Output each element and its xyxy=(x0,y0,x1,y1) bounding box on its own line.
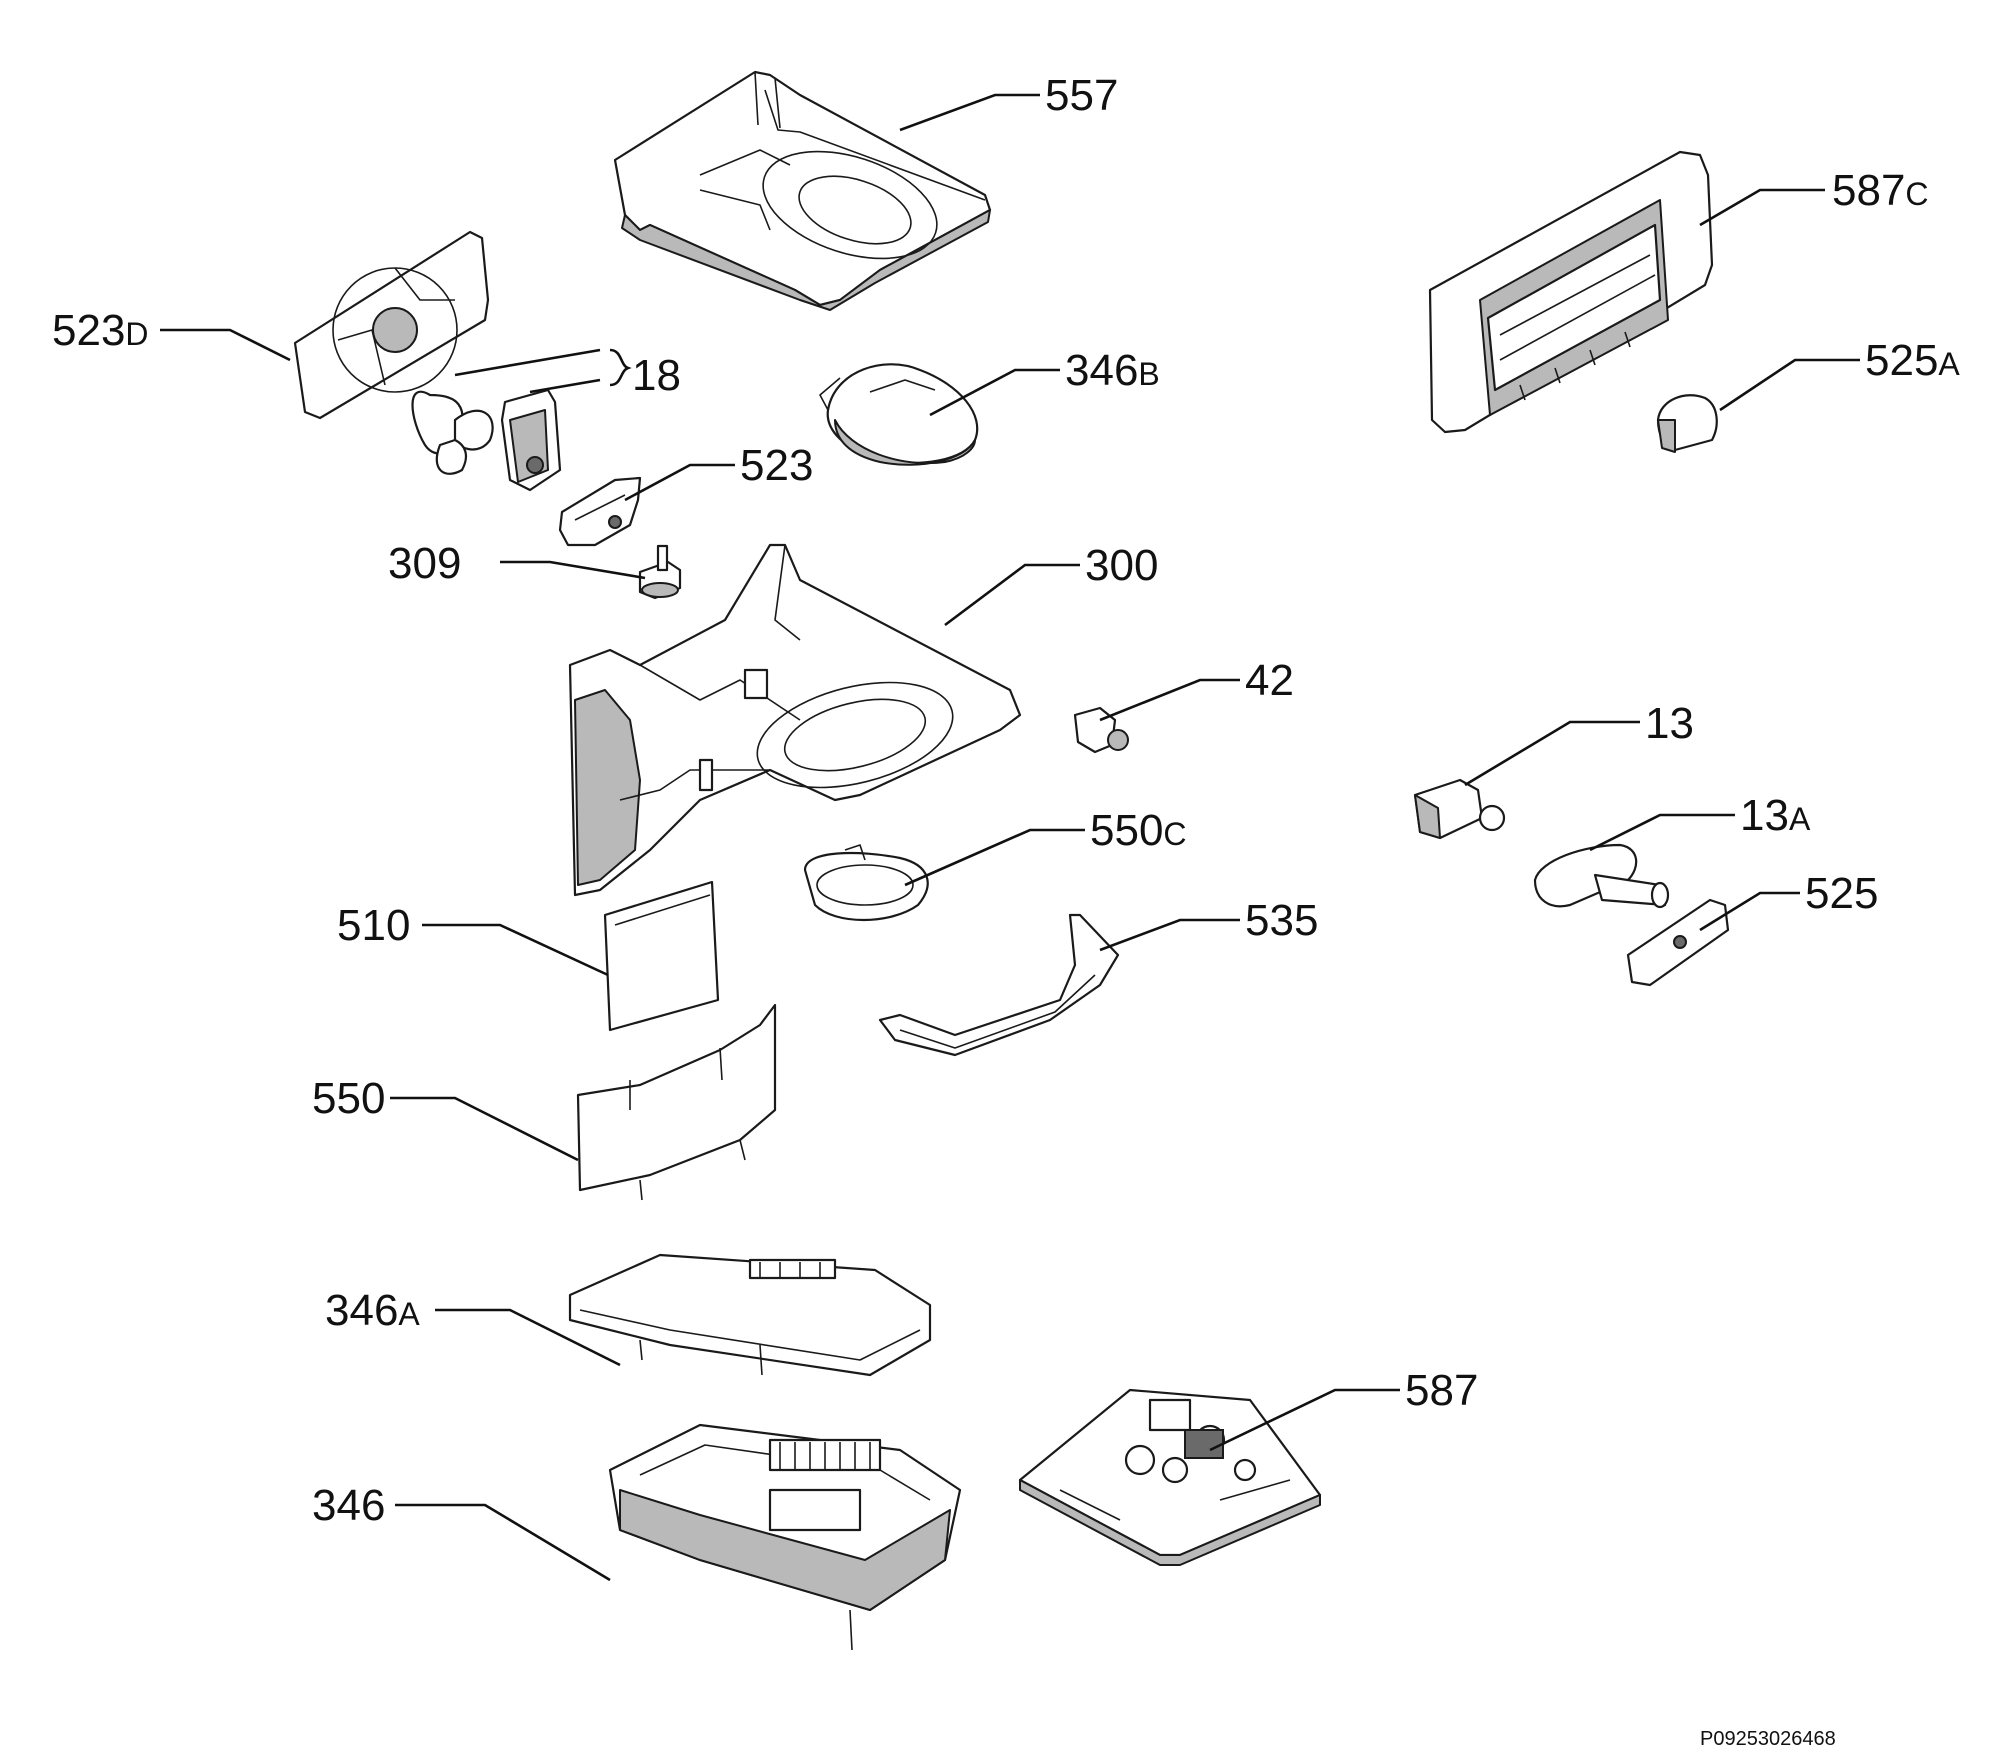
callout-550: 550 xyxy=(312,1074,385,1123)
callout-557: 557 xyxy=(1045,71,1118,120)
part-557-drawing xyxy=(613,70,992,311)
document-id: P09253026468 xyxy=(1700,1728,1836,1750)
callout-13: 13 xyxy=(1645,699,1694,748)
leader-557 xyxy=(899,93,1040,132)
part-346b-drawing xyxy=(819,363,979,466)
part-523d-drawing xyxy=(293,230,490,420)
leader-523d xyxy=(160,328,291,362)
part-346-drawing xyxy=(608,1423,962,1651)
leader-lines xyxy=(160,93,1860,1582)
callout-550c: 550C xyxy=(1090,806,1187,855)
part-523-drawing xyxy=(558,476,642,547)
leader-535 xyxy=(1099,918,1240,952)
leader-309 xyxy=(500,560,646,580)
leader-346b xyxy=(929,368,1060,417)
callout-346a: 346A xyxy=(325,1286,420,1335)
callout-587c: 587C xyxy=(1832,166,1929,215)
callout-510: 510 xyxy=(337,901,410,950)
part-510-drawing xyxy=(603,880,720,1032)
leader-510 xyxy=(422,923,609,977)
callout-346b: 346B xyxy=(1065,346,1160,395)
part-300-drawing xyxy=(568,543,1022,897)
callout-42: 42 xyxy=(1245,656,1294,705)
leader-13 xyxy=(1464,720,1640,787)
part-535-drawing xyxy=(878,913,1120,1057)
part-550c-drawing xyxy=(803,844,929,921)
callout-labels: 557 587C 523D 18 346B 525A 523 309 300 4… xyxy=(52,71,1960,1530)
leader-42 xyxy=(1099,678,1240,722)
part-525-drawing xyxy=(1626,898,1730,987)
part-13a-drawing xyxy=(1533,843,1670,909)
part-550-drawing xyxy=(576,1003,777,1201)
leader-346 xyxy=(395,1503,611,1582)
leader-300 xyxy=(944,563,1080,627)
leader-525a xyxy=(1719,358,1860,412)
callout-309: 309 xyxy=(388,539,461,588)
callout-525: 525 xyxy=(1805,869,1878,918)
leader-523 xyxy=(624,463,735,502)
part-42-drawing xyxy=(1073,706,1129,754)
part-587c-drawing xyxy=(1428,150,1714,434)
part-587-drawing xyxy=(1018,1388,1322,1566)
leader-18-brace xyxy=(609,348,632,387)
leader-525 xyxy=(1699,891,1800,932)
part-525a-drawing xyxy=(1656,394,1718,453)
leader-550 xyxy=(390,1096,579,1162)
leader-346a xyxy=(435,1308,621,1367)
callout-346: 346 xyxy=(312,1481,385,1530)
callout-523d: 523D xyxy=(52,306,149,355)
callout-13a: 13A xyxy=(1740,791,1811,840)
part-346a-drawing xyxy=(568,1253,932,1377)
callout-523: 523 xyxy=(740,441,813,490)
leader-587c xyxy=(1699,188,1825,227)
leader-587 xyxy=(1209,1388,1400,1452)
callout-535: 535 xyxy=(1245,896,1318,945)
part-309-drawing xyxy=(638,544,682,600)
part-18-drawing xyxy=(411,388,562,492)
leader-550c xyxy=(904,828,1085,887)
callout-525a: 525A xyxy=(1865,336,1960,385)
leader-18 xyxy=(454,348,601,394)
part-13-drawing xyxy=(1413,778,1506,840)
leader-13a xyxy=(1589,813,1735,852)
callout-587: 587 xyxy=(1405,1366,1478,1415)
callout-18: 18 xyxy=(632,351,681,400)
callout-300: 300 xyxy=(1085,541,1158,590)
